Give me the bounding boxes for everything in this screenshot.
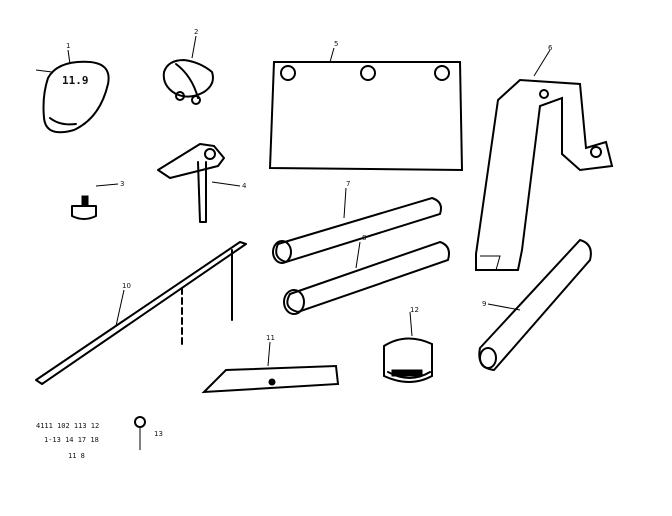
part-bracket: 6: [475, 44, 614, 271]
part-label-6: 6: [548, 44, 553, 52]
part-badge: 11.9 1: [35, 42, 110, 134]
part-small-tag: 13: [134, 416, 163, 450]
part-cap: 12: [383, 306, 433, 383]
part-label-3: 3: [120, 180, 124, 188]
reference-line-2: 1-13 14 17 18: [44, 436, 99, 444]
part-screw: 3: [71, 180, 124, 220]
part-label-8: 8: [362, 234, 366, 242]
part-roller-upper: 7: [272, 180, 442, 264]
reference-text-block: 4111 102 113 12 1-13 14 17 18 11 8: [36, 422, 99, 460]
part-sleeve: 9: [478, 238, 592, 372]
part-label-2: 2: [194, 28, 198, 36]
part-blade-rod: 10: [35, 241, 247, 385]
part-label-9: 9: [482, 300, 486, 308]
part-label-10: 10: [122, 282, 131, 290]
badge-logo-text: 11.9: [62, 74, 89, 87]
part-label-13: 13: [154, 430, 163, 438]
part-label-11: 11: [266, 334, 275, 342]
part-label-1: 1: [66, 42, 70, 50]
reference-line-1: 4111 102 113 12: [36, 422, 99, 430]
part-wire-clip: 2: [162, 28, 214, 105]
part-mounting-plate: 5: [268, 40, 464, 172]
part-t-handle: 4: [157, 143, 247, 223]
part-label-12: 12: [410, 306, 419, 314]
part-label-7: 7: [346, 180, 350, 188]
reference-line-3: 11 8: [68, 452, 85, 460]
part-knife: 11: [201, 334, 340, 394]
part-label-4: 4: [242, 182, 247, 190]
part-label-5: 5: [334, 40, 338, 48]
part-roller-lower: 8: [283, 234, 450, 315]
